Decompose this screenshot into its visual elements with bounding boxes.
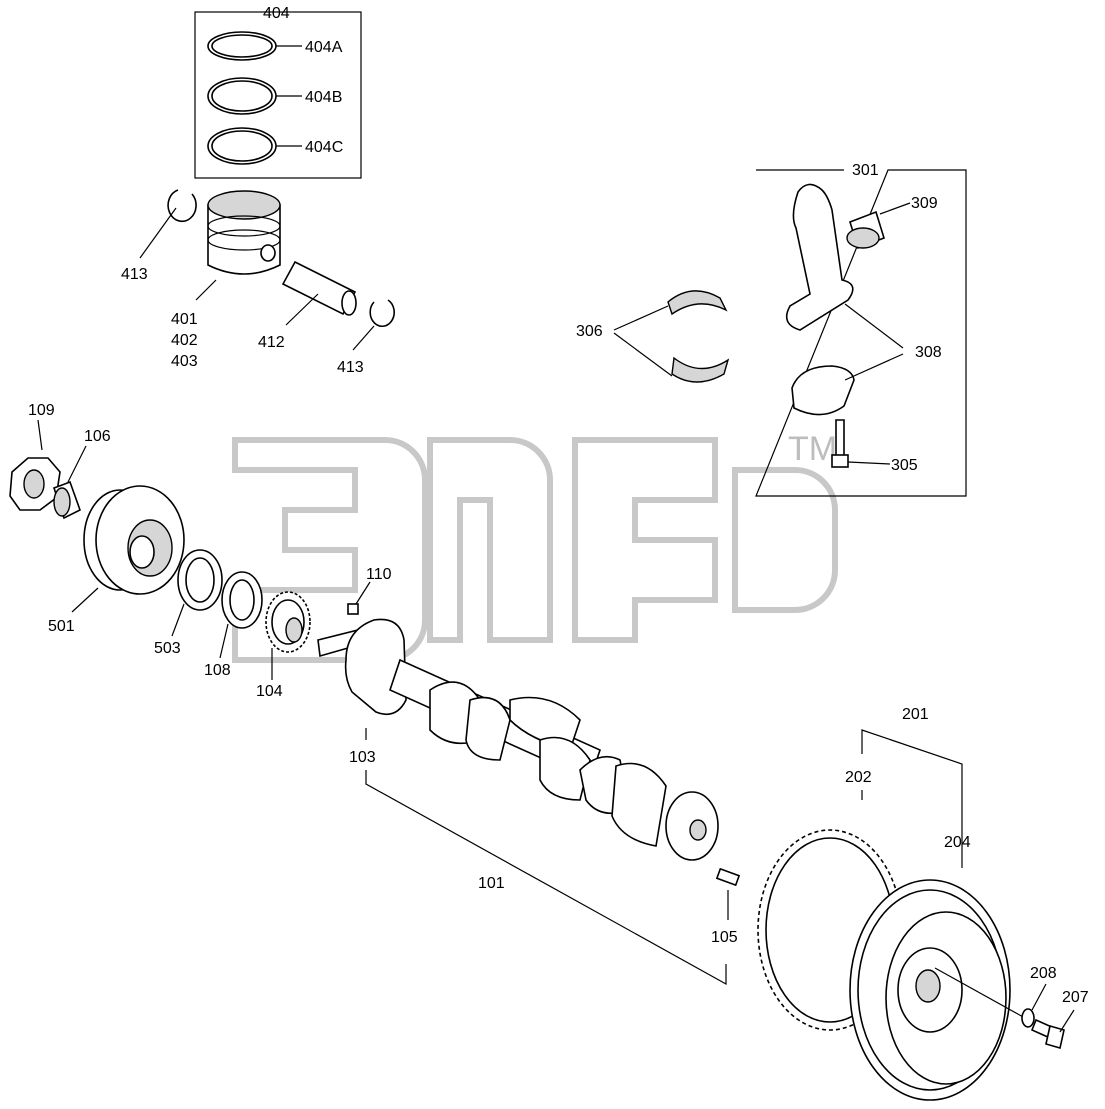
label-503: 503 bbox=[154, 640, 181, 657]
dowel-pin bbox=[715, 867, 741, 920]
part-labels: 404 404A 404B 404C 413 401 402 403 412 4… bbox=[28, 5, 1089, 1006]
watermark-tm: TM bbox=[788, 430, 837, 468]
snap-ring-right bbox=[369, 299, 395, 328]
label-208: 208 bbox=[1030, 965, 1057, 982]
piston-pin bbox=[281, 260, 357, 326]
label-104: 104 bbox=[256, 683, 283, 700]
sleeve bbox=[52, 445, 87, 520]
snap-ring-left bbox=[167, 189, 197, 223]
label-413-left: 413 bbox=[121, 266, 148, 283]
crank-gear bbox=[265, 591, 311, 680]
label-306: 306 bbox=[576, 323, 603, 340]
label-404: 404 bbox=[263, 5, 290, 22]
label-105: 105 bbox=[711, 929, 738, 946]
nut bbox=[9, 419, 61, 511]
label-401: 401 bbox=[171, 311, 198, 328]
label-207: 207 bbox=[1062, 989, 1089, 1006]
piston bbox=[195, 190, 281, 301]
piston-ring-group bbox=[194, 11, 362, 179]
label-108: 108 bbox=[204, 662, 231, 679]
label-404b: 404B bbox=[305, 89, 342, 106]
label-309: 309 bbox=[911, 195, 938, 212]
oil-seal bbox=[171, 549, 223, 637]
label-202: 202 bbox=[845, 769, 872, 786]
label-301: 301 bbox=[852, 162, 879, 179]
label-404a: 404A bbox=[305, 39, 343, 56]
key bbox=[347, 581, 371, 615]
pulley bbox=[71, 485, 185, 613]
flywheel-assembly bbox=[757, 729, 1026, 1101]
label-305: 305 bbox=[891, 457, 918, 474]
watermark-logo: TM bbox=[232, 430, 838, 663]
label-110: 110 bbox=[366, 566, 392, 583]
label-403: 403 bbox=[171, 353, 198, 370]
label-404c: 404C bbox=[305, 139, 343, 156]
label-308: 308 bbox=[915, 344, 942, 361]
label-413-right: 413 bbox=[337, 359, 364, 376]
bearing-shells bbox=[613, 290, 730, 383]
thrust-washer bbox=[219, 571, 263, 659]
label-101: 101 bbox=[478, 875, 505, 892]
bracket-101 bbox=[365, 770, 727, 986]
label-501: 501 bbox=[48, 618, 75, 635]
label-412: 412 bbox=[258, 334, 285, 351]
label-106: 106 bbox=[84, 428, 111, 445]
label-201: 201 bbox=[902, 706, 929, 723]
label-402: 402 bbox=[171, 332, 198, 349]
label-103: 103 bbox=[349, 749, 376, 766]
connecting-rod-group bbox=[755, 169, 967, 497]
crankshaft bbox=[317, 618, 719, 861]
flywheel-bolt bbox=[1030, 1009, 1075, 1050]
label-109: 109 bbox=[28, 402, 55, 419]
washer bbox=[1021, 983, 1047, 1028]
label-204: 204 bbox=[944, 834, 971, 851]
